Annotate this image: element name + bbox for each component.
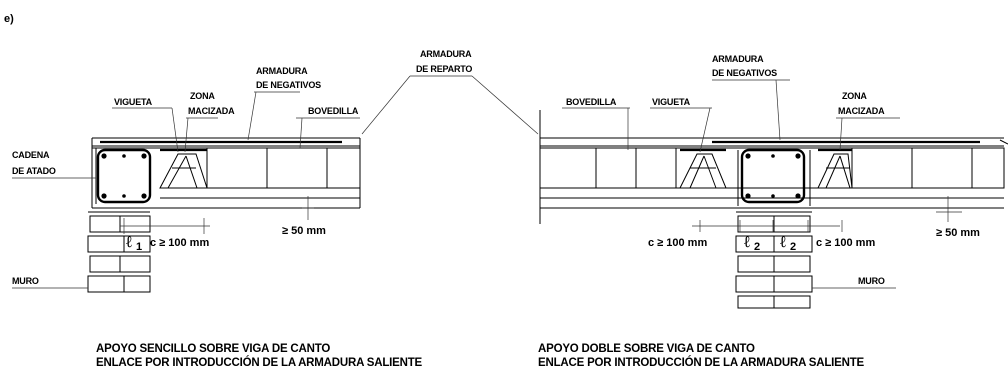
figure-label: e) (4, 13, 14, 25)
right-label-bovedilla: BOVEDILLA (566, 97, 617, 107)
right-label-zona-2: MACIZADA (838, 106, 885, 116)
right-dim-l-sub-a: 2 (754, 241, 760, 253)
right-dim-min-50: ≥ 50 mm (936, 227, 980, 239)
right-dim-l-symbol-a: ℓ (744, 232, 751, 251)
left-dimensions (120, 196, 314, 234)
right-vigueta-left (679, 148, 727, 189)
right-label-zona-1: ZONA (842, 91, 867, 101)
left-label-muro: MURO (12, 276, 39, 286)
center-label-armadura-rep-2: DE REPARTO (416, 64, 472, 74)
left-label-armadura-neg-1: ARMADURA (256, 66, 308, 76)
left-cadena-cage (95, 148, 152, 204)
left-vigueta (159, 148, 208, 189)
left-caption-line-2: ENLACE POR INTRODUCCIÓN DE LA ARMADURA S… (96, 356, 423, 369)
left-brick-wall (87, 211, 151, 293)
right-detail: BOVEDILLA VIGUETA ARMADURA DE NEGATIVOS … (538, 54, 1008, 369)
right-slab (539, 110, 1008, 224)
right-dim-l-symbol-b: ℓ (780, 232, 787, 251)
right-dim-c-min-left: c ≥ 100 mm (648, 237, 707, 249)
left-dim-c-min: c ≥ 100 mm (150, 237, 209, 249)
right-label-armadura-neg-1: ARMADURA (712, 54, 764, 64)
right-bovedilla-blocks (539, 147, 1005, 189)
center-label-armadura-rep-1: ARMADURA (420, 49, 472, 59)
center-reparto-callout: ARMADURA DE REPARTO (361, 49, 539, 135)
left-caption-line-1: APOYO SENCILLO SOBRE VIGA DE CANTO (96, 343, 330, 355)
right-dim-c-min-right: c ≥ 100 mm (816, 237, 875, 249)
right-vigueta-right (817, 148, 853, 189)
left-label-zona-1: ZONA (190, 91, 215, 101)
right-caption-line-1: APOYO DOBLE SOBRE VIGA DE CANTO (538, 343, 755, 355)
right-dimensions (692, 196, 962, 232)
left-label-zona-2: MACIZADA (188, 106, 235, 116)
left-label-cadena-2: DE ATADO (12, 166, 56, 176)
right-label-muro: MURO (858, 276, 885, 286)
left-label-cadena-1: CADENA (12, 150, 50, 160)
right-beam-cage (737, 148, 811, 206)
left-label-bovedilla: BOVEDILLA (308, 106, 359, 116)
left-label-armadura-neg-2: DE NEGATIVOS (256, 80, 321, 90)
right-label-vigueta: VIGUETA (652, 97, 691, 107)
left-label-vigueta: VIGUETA (114, 97, 153, 107)
left-dim-l-sub: 1 (136, 241, 142, 253)
right-leaders (562, 79, 900, 289)
left-bovedilla-blocks (92, 147, 361, 209)
right-brick-wall (735, 211, 813, 309)
left-leaders (12, 91, 360, 289)
right-caption-line-2: ENLACE POR INTRODUCCIÓN DE LA ARMADURA S… (538, 356, 865, 369)
left-dim-min-50: ≥ 50 mm (282, 225, 326, 237)
right-label-armadura-neg-2: DE NEGATIVOS (712, 68, 777, 78)
left-dim-l-symbol: ℓ (126, 232, 133, 251)
left-detail: CADENA DE ATADO VIGUETA ZONA MACIZADA AR… (12, 66, 423, 369)
right-dim-l-sub-b: 2 (790, 241, 796, 253)
